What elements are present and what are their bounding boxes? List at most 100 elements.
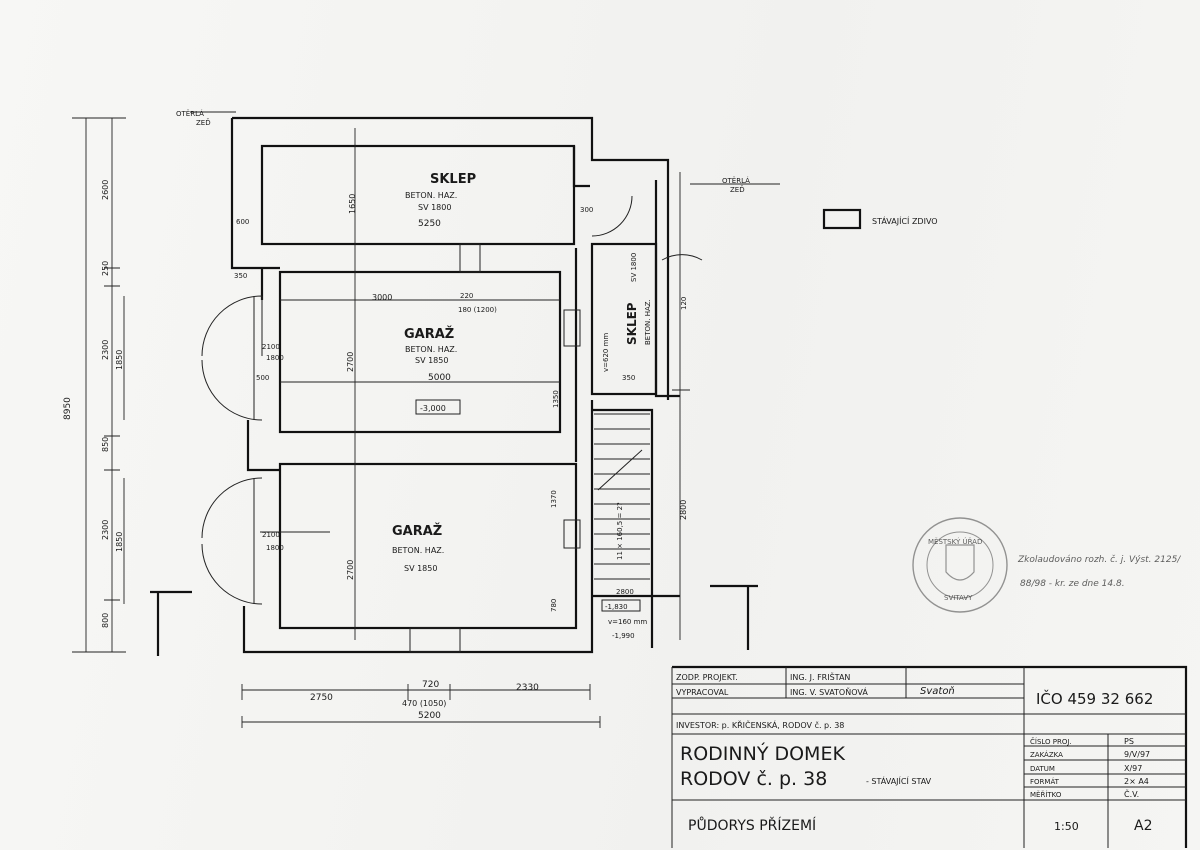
dim-bottom-total: 5200 [418, 711, 441, 721]
dim-left-inner-value: 1850 [115, 532, 124, 552]
dim-door-2b: 1800 [266, 544, 284, 552]
window-bottom [409, 627, 461, 653]
dim-left-outer-value: 850 [101, 437, 110, 452]
dim-room-h-2: 2700 [346, 352, 355, 372]
dim-left-ticks [104, 267, 120, 601]
room-garaz-1-dim: 5000 [428, 373, 451, 383]
dim-level-1: -1,830 [605, 603, 628, 611]
stamp-text-top: MĚSTSKÝ ÚŘAD [928, 537, 982, 546]
tb-scale: 1:50 [1054, 820, 1079, 833]
garaz-1-inner [278, 270, 562, 434]
tb-title-2: RODOV č. p. 38 [680, 768, 827, 790]
garaz-1-corner [260, 266, 280, 300]
tb-title-suffix: - STÁVAJÍCÍ STAV [866, 775, 932, 786]
dim-bottom-1: 2750 [310, 693, 333, 703]
tb-sheet: A2 [1134, 818, 1152, 834]
tb-field-label: ZAKÁZKA [1030, 750, 1063, 759]
dim-left-inner-value: 1850 [115, 350, 124, 370]
room-sklep-top-floor: BETON. HAZ. [405, 191, 457, 200]
room-garaz-2-level: SV 1850 [404, 564, 437, 573]
side-door [661, 254, 703, 261]
dim-300: 300 [580, 206, 593, 214]
tb-vypracoval-name: ING. V. SVATOŇOVÁ [790, 686, 868, 697]
dim-left-outer-value: 2600 [101, 180, 110, 200]
walls [230, 116, 680, 654]
dim-total: 8950 [63, 397, 73, 420]
dim-door-1a: 2100 [262, 343, 280, 351]
tb-field-value: Č.V. [1124, 788, 1139, 799]
dim-1370: 1370 [550, 490, 558, 508]
dim-garaz-1 [280, 299, 560, 383]
dim-right-vertical [672, 172, 690, 640]
dim-500: 500 [256, 374, 269, 382]
sklep-side-wall [654, 180, 680, 398]
room-garaz-1-box: -3,000 [420, 404, 446, 413]
dim-v-door: v=620 mm [602, 333, 610, 372]
room-garaz-1-level: SV 1850 [415, 356, 448, 365]
cellar-door [591, 195, 633, 237]
room-sklep-top-level: SV 1800 [418, 203, 451, 212]
room-sklep-top-dim: 5250 [418, 219, 441, 229]
dim-left-outer-value: 2300 [101, 340, 110, 360]
coat-of-arms-icon [945, 544, 975, 581]
dim-room-h-3: 2700 [346, 560, 355, 580]
room-sklep-top-name: SKLEP [430, 172, 476, 187]
tb-title-1: RODINNÝ DOMEK [680, 742, 845, 765]
room-labels: SKLEP BETON. HAZ. SV 1800 5250 GARAŽ BET… [392, 172, 652, 573]
window-garaz-2 [563, 519, 581, 549]
dim-2800: 2800 [679, 500, 688, 520]
label-oterla-top: OTĚRLÁ [176, 109, 204, 118]
dim-bottom-3: 2330 [516, 683, 539, 693]
label-zed-right: ZEĎ [730, 185, 745, 194]
level-box-1 [601, 599, 641, 612]
room-sklep-side-name: SKLEP [625, 302, 639, 345]
garage-door-2a [201, 477, 263, 539]
tb-drawing: PŮDORYS PŘÍZEMÍ [688, 816, 816, 834]
tb-vypracoval-label: VYPRACOVAL [676, 688, 729, 697]
pier-left [246, 420, 280, 472]
tb-zodp-name: ING. J. FRIŠTAN [790, 671, 850, 682]
dim-total-height [72, 117, 126, 653]
dim-bottom-row [241, 684, 591, 700]
title-block [671, 665, 1188, 848]
title-block-text: ZODP. PROJEKT. ING. J. FRIŠTAN VYPRACOVA… [676, 671, 1153, 834]
room-garaz-1-name: GARAŽ [404, 326, 454, 342]
dim-left-outer-value: 250 [101, 261, 110, 276]
staircase [594, 413, 650, 580]
dim-door-1b: 1800 [266, 354, 284, 362]
dim-bottom-sub: 470 (1050) [402, 699, 446, 708]
dim-level-2: -1,990 [612, 632, 635, 640]
section-marker-right [710, 584, 758, 650]
room-garaz-2-name: GARAŽ [392, 523, 442, 539]
stair-direction-arrow [597, 449, 643, 491]
legend-label: STÁVAJÍCÍ ZDIVO [872, 215, 938, 226]
tb-investor: INVESTOR: p. KŘIČENSKÁ, RODOV č. p. 38 [676, 719, 844, 730]
section-marker-left [150, 590, 192, 656]
room-sklep-side-floor: BETON. HAZ. [644, 299, 652, 345]
dim-door-2a: 2100 [262, 531, 280, 539]
tb-ico: IČO 459 32 662 [1036, 689, 1153, 708]
opening-top [459, 243, 481, 273]
tb-field-label: MĚŘÍTKO [1030, 790, 1062, 799]
dim-left-outer-value: 800 [101, 613, 110, 628]
outer-wall-left-top [230, 118, 262, 270]
room-garaz-1-floor: BETON. HAZ. [405, 345, 457, 354]
level-box [415, 399, 461, 415]
dim-small-220: 220 [460, 292, 473, 300]
tb-field-label: DATUM [1030, 765, 1055, 773]
legend-swatch [822, 208, 862, 230]
tb-field-value: PS [1124, 737, 1134, 746]
dim-1200: 350 [622, 374, 635, 382]
room-sklep-side-level: SV 1800 [630, 253, 638, 282]
tb-signature: Svatoň [920, 685, 955, 697]
sklep-top-inner [260, 144, 576, 246]
dim-window-small: 180 (1200) [458, 306, 497, 314]
room-garaz-2-floor: BETON. HAZ. [392, 546, 444, 555]
garage-door-1a [201, 295, 263, 357]
stamp-note-2: 88/98 - kr. ze dne 14.8. [1020, 579, 1125, 589]
dim-350: 350 [234, 272, 247, 280]
doors [201, 195, 703, 605]
